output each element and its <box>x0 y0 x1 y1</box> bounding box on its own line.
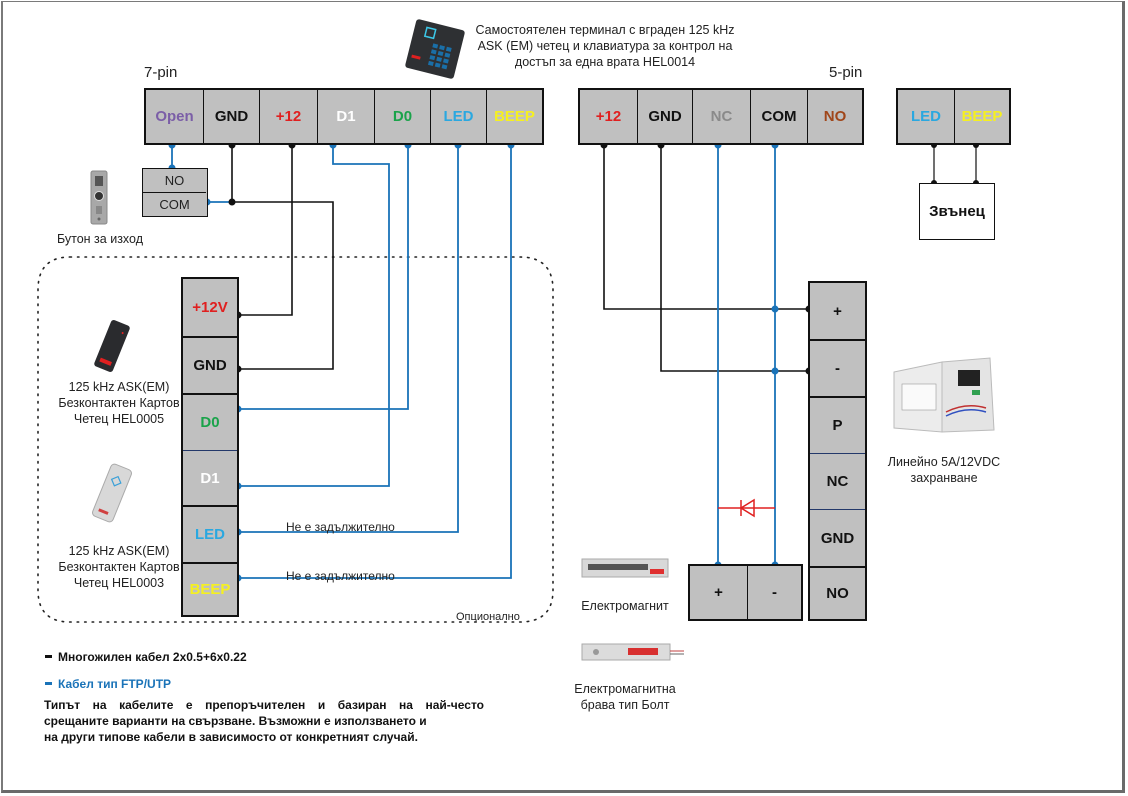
reader-1-caption: 125 kHz ASK(EM) Безконтактен Картов Чете… <box>44 379 194 427</box>
optional-region-outline <box>37 256 554 623</box>
exit-button-terminal: NO COM <box>142 168 208 217</box>
connector-7pin-title: 7-pin <box>144 64 178 81</box>
power-supply-caption-line: Линейно 5A/12VDC <box>887 455 1001 469</box>
wire-beep-to-reader <box>238 145 512 579</box>
legend-blue-swatch <box>45 682 52 685</box>
lock-terminal: + - <box>688 564 803 621</box>
reader-2-caption-line: 125 kHz ASK(EM) <box>68 544 170 558</box>
power-supply-caption-line: захранване <box>910 471 978 485</box>
psu-pin-p: P <box>810 396 865 453</box>
reader-pin-led: LED <box>183 505 237 562</box>
bolt-lock-caption-line: брава тип Болт <box>580 698 670 712</box>
exit-pin-no: NO <box>164 173 185 188</box>
terminal-caption-line: ASK (EM) четец и клавиатура за контрол н… <box>477 39 733 53</box>
power-supply-terminal: + - P NC GND NO <box>808 281 867 621</box>
pin-led: LED <box>911 108 941 125</box>
bolt-lock-caption-line: Електромагнитна <box>574 682 676 696</box>
electromagnet-icon <box>580 555 672 583</box>
reader-pin-12v: +12V <box>192 299 228 316</box>
exit-button-caption: Бутон за изход <box>56 232 144 246</box>
pin-d0: D0 <box>374 90 430 143</box>
psu-pin-no: NO <box>810 566 865 619</box>
reader-1-caption-line: Безконтактен Картов <box>58 396 180 410</box>
reader-pin-gnd: GND <box>183 336 237 393</box>
card-reader-white-icon <box>92 462 132 524</box>
connector-led-beep: LED BEEP <box>896 88 1011 145</box>
legend-black-cable: Многожилен кабел 2x0.5+6x0.22 <box>58 650 247 664</box>
connector-7pin: Open GND +12 D1 D0 LED BEEP <box>144 88 544 145</box>
junction-dot <box>771 367 779 375</box>
bell-label: Звънец <box>929 203 985 220</box>
legend-note: Типът на кабелите е препоръчителен и баз… <box>44 697 484 745</box>
pin-gnd: GND <box>203 90 259 143</box>
legend-note-line: Типът на кабелите е препоръчителен и баз… <box>44 698 484 712</box>
bolt-lock-icon <box>580 640 686 666</box>
legend-blue-cable: Кабел тип FTP/UTP <box>58 677 172 691</box>
pin-plus12: +12 <box>595 108 622 125</box>
wire-led-to-reader <box>238 145 459 533</box>
legend-note-line: срещаните варианти на свързване. Възможн… <box>44 714 427 728</box>
connector-5pin-title: 5-pin <box>829 64 863 81</box>
reader-2-caption: 125 kHz ASK(EM) Безконтактен Картов Чете… <box>44 543 194 591</box>
pin-beep: BEEP <box>954 90 1009 143</box>
reader-terminal: +12V GND D0 D1 LED BEEP <box>181 277 239 617</box>
exit-pin-com: COM <box>143 192 206 215</box>
wire-5pin-12-to-psu-plus <box>603 145 836 310</box>
terminal-caption-line: достъп за една врата HEL0014 <box>514 55 696 69</box>
reader-1-caption-line: 125 kHz ASK(EM) <box>68 380 170 394</box>
lock-pin-plus: + <box>714 584 723 601</box>
bell-box: Звънец <box>919 183 995 240</box>
psu-pin-plus: + <box>833 302 842 320</box>
electromagnet-caption: Електромагнит <box>581 599 669 613</box>
power-supply-caption: Линейно 5A/12VDC захранване <box>876 454 1012 486</box>
wire-d1-to-reader <box>238 145 390 487</box>
reader-1-caption-line: Четец HEL0005 <box>73 412 165 426</box>
keypad-reader-icon <box>404 18 466 80</box>
legend-note-line: на други типове кабели в зависимосто от … <box>44 730 418 744</box>
psu-pin-nc: NC <box>810 453 865 510</box>
power-supply-box-icon <box>886 352 1000 438</box>
wire-d0-to-reader <box>238 145 409 410</box>
not-mandatory-led-label: Не е задължително <box>286 520 395 534</box>
lock-pin-minus: - <box>747 566 801 619</box>
pin-open: Open <box>155 108 194 125</box>
legend-black-swatch <box>45 655 52 658</box>
pin-led: LED <box>430 90 486 143</box>
pin-plus12: +12 <box>259 90 317 143</box>
not-mandatory-beep-label: Не е задължително <box>286 569 395 583</box>
connector-5pin: +12 GND NC COM NO <box>578 88 864 145</box>
pin-com: COM <box>750 90 807 143</box>
junction-dot <box>228 198 236 206</box>
junction-dot <box>771 305 779 313</box>
wire-gnd-to-reader <box>232 201 334 370</box>
pin-no: NO <box>807 90 862 143</box>
reader-2-caption-line: Четец HEL0003 <box>73 576 165 590</box>
bolt-lock-caption: Електромагнитна брава тип Болт <box>565 681 685 713</box>
wire-12v-to-reader <box>238 145 293 316</box>
pin-beep: BEEP <box>486 90 542 143</box>
reader-pin-beep: BEEP <box>183 562 237 615</box>
reader-pin-d1: D1 <box>183 450 237 505</box>
card-reader-black-icon <box>92 318 132 374</box>
pin-gnd: GND <box>637 90 692 143</box>
pin-d1: D1 <box>317 90 374 143</box>
reader-pin-d0: D0 <box>183 393 237 450</box>
terminal-caption-line: Самостоятелен терминал с вграден 125 kHz <box>475 23 735 37</box>
exit-button-icon <box>86 170 112 226</box>
diode-symbol <box>718 498 775 518</box>
pin-nc: NC <box>692 90 750 143</box>
terminal-caption: Самостоятелен терминал с вграден 125 kHz… <box>470 22 740 70</box>
optional-label: Опционално <box>456 611 520 623</box>
reader-2-caption-line: Безконтактен Картов <box>58 560 180 574</box>
psu-pin-minus: - <box>810 339 865 396</box>
psu-pin-gnd: GND <box>820 529 855 547</box>
